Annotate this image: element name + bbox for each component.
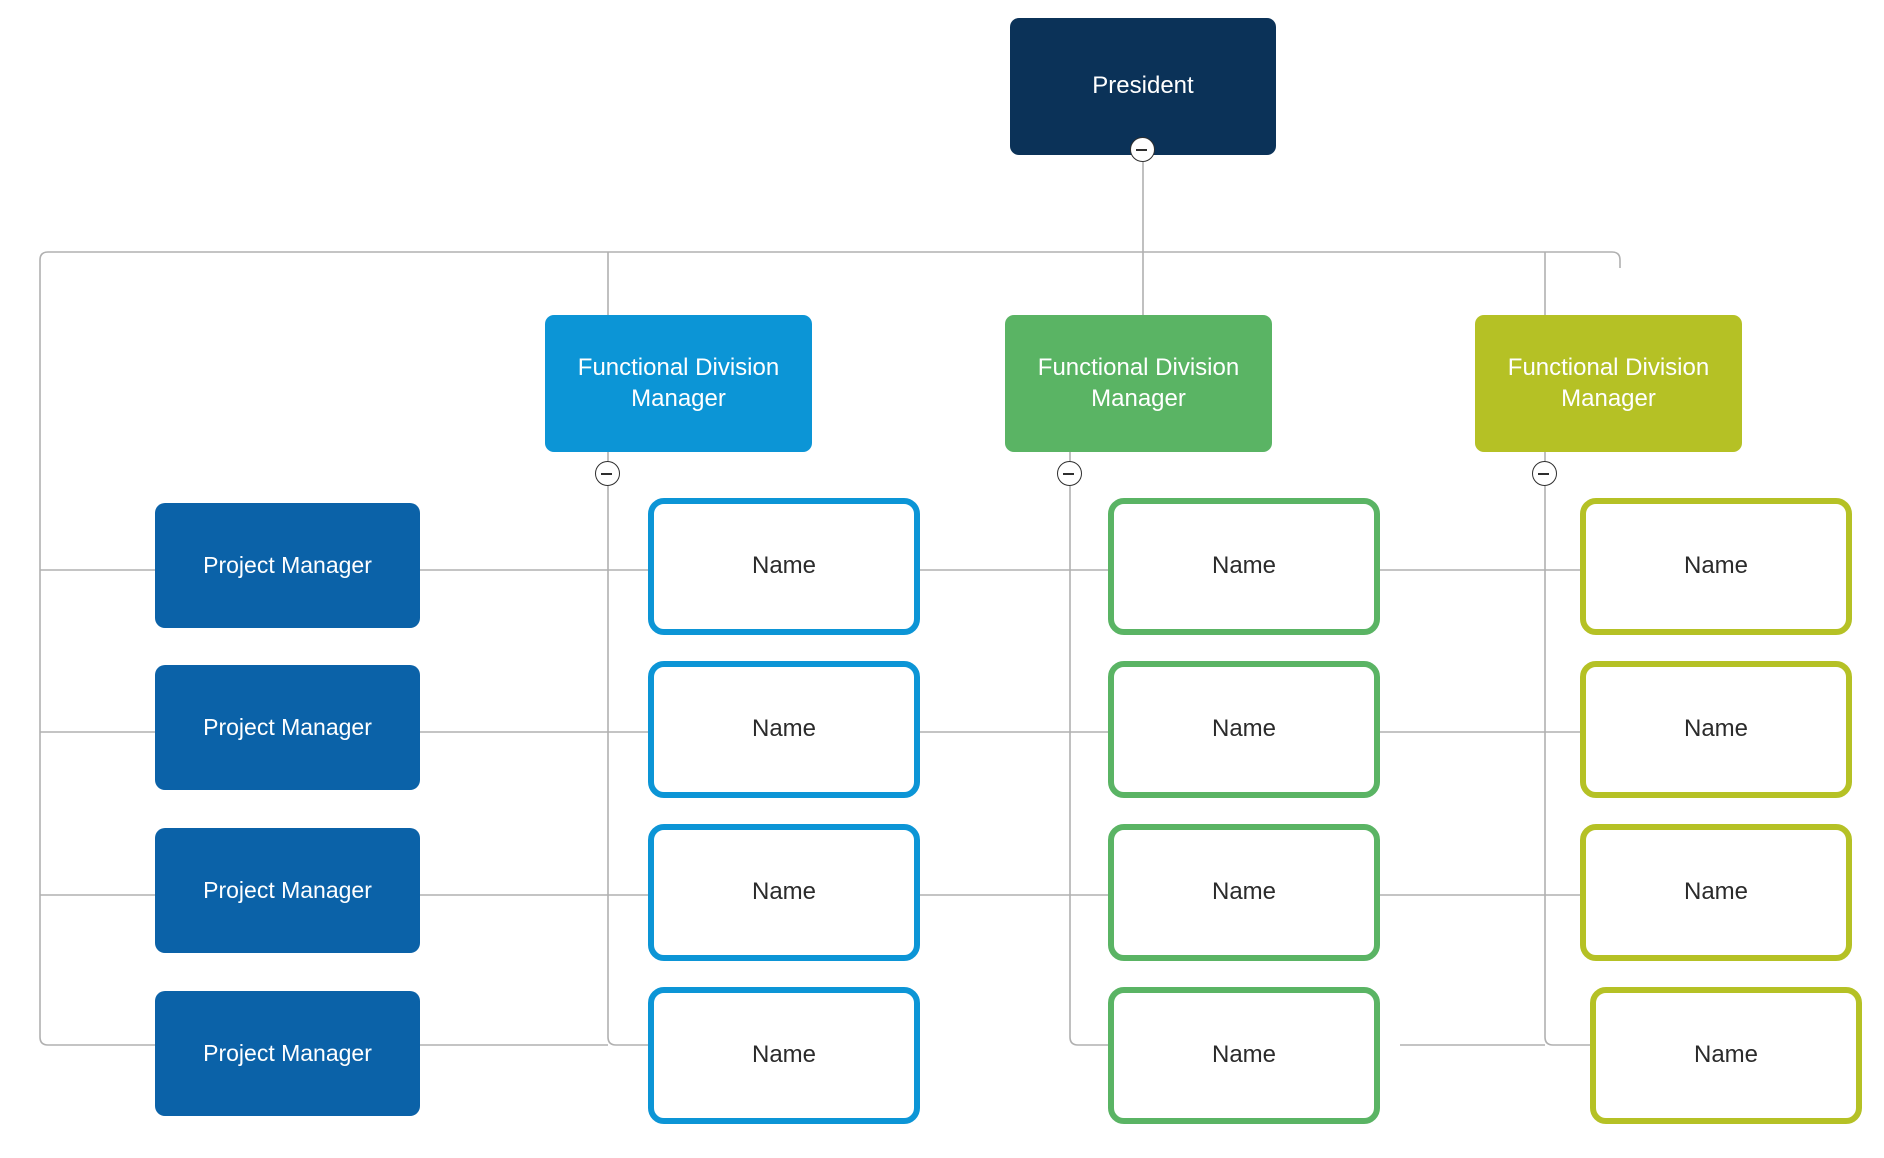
node-project-manager-0-label: Project Manager	[203, 551, 372, 578]
node-president-label: President	[1092, 72, 1194, 100]
node-project-manager-1[interactable]: Project Manager	[155, 665, 420, 790]
node-president[interactable]: President	[1010, 18, 1276, 155]
node-member-c1-r1-label: Name	[1211, 715, 1277, 743]
node-project-manager-2-label: Project Manager	[203, 876, 372, 903]
node-division-manager-2-label: Functional Division Manager	[1507, 353, 1710, 412]
node-division-manager-1[interactable]: Functional Division Manager	[1005, 315, 1272, 452]
node-project-manager-3[interactable]: Project Manager	[155, 991, 420, 1116]
node-project-manager-0[interactable]: Project Manager	[155, 503, 420, 628]
node-member-c0-r1[interactable]: Name	[648, 661, 920, 798]
node-division-manager-1-label: Functional Division Manager	[1037, 353, 1240, 412]
node-project-manager-3-label: Project Manager	[203, 1039, 372, 1066]
node-division-manager-0-label: Functional Division Manager	[577, 353, 780, 412]
minus-circle-icon-division-2[interactable]	[1532, 461, 1557, 486]
node-member-c0-r1-label: Name	[751, 715, 817, 743]
node-member-c2-r3-label: Name	[1693, 1041, 1759, 1069]
node-division-manager-0[interactable]: Functional Division Manager	[545, 315, 812, 452]
node-member-c0-r2[interactable]: Name	[648, 824, 920, 961]
node-member-c2-r0-label: Name	[1683, 552, 1749, 580]
node-member-c2-r2[interactable]: Name	[1580, 824, 1852, 961]
node-member-c2-r2-label: Name	[1683, 878, 1749, 906]
node-member-c1-r3[interactable]: Name	[1108, 987, 1380, 1124]
minus-circle-icon-division-0[interactable]	[595, 461, 620, 486]
node-member-c1-r3-label: Name	[1211, 1041, 1277, 1069]
node-member-c0-r0[interactable]: Name	[648, 498, 920, 635]
node-member-c2-r1[interactable]: Name	[1580, 661, 1852, 798]
node-member-c1-r0[interactable]: Name	[1108, 498, 1380, 635]
node-member-c1-r1[interactable]: Name	[1108, 661, 1380, 798]
node-member-c1-r0-label: Name	[1211, 552, 1277, 580]
minus-circle-icon-division-1[interactable]	[1057, 461, 1082, 486]
node-member-c0-r3-label: Name	[751, 1041, 817, 1069]
node-member-c0-r3[interactable]: Name	[648, 987, 920, 1124]
node-member-c2-r1-label: Name	[1683, 715, 1749, 743]
node-member-c2-r0[interactable]: Name	[1580, 498, 1852, 635]
node-member-c1-r2-label: Name	[1211, 878, 1277, 906]
node-division-manager-2[interactable]: Functional Division Manager	[1475, 315, 1742, 452]
node-member-c1-r2[interactable]: Name	[1108, 824, 1380, 961]
node-project-manager-2[interactable]: Project Manager	[155, 828, 420, 953]
node-project-manager-1-label: Project Manager	[203, 713, 372, 740]
node-member-c0-r2-label: Name	[751, 878, 817, 906]
node-member-c2-r3[interactable]: Name	[1590, 987, 1862, 1124]
node-member-c0-r0-label: Name	[751, 552, 817, 580]
minus-circle-icon-president[interactable]	[1130, 137, 1155, 162]
